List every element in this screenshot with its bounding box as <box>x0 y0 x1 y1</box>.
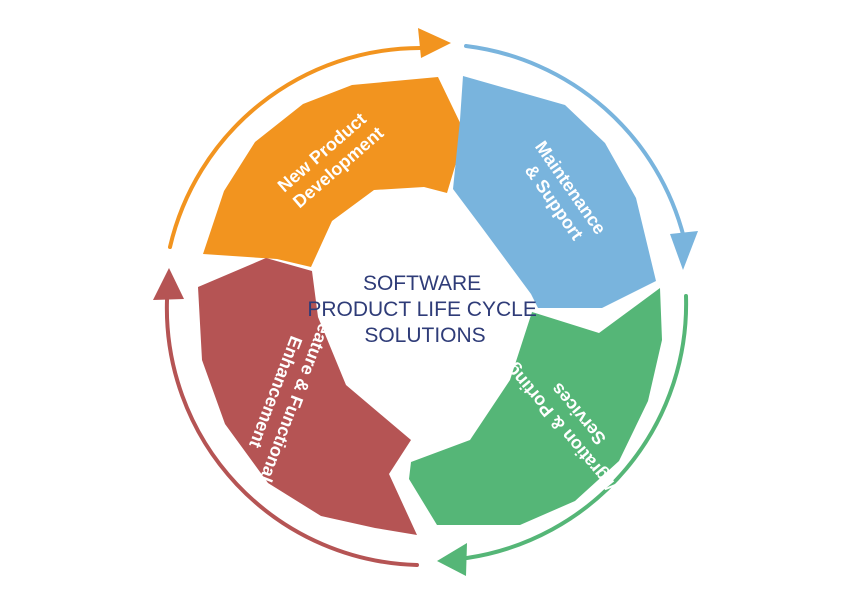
segment-maintenance-support <box>453 76 656 308</box>
segment-migration-porting-services <box>409 288 662 525</box>
cycle-arrowhead-blue <box>670 231 698 270</box>
cycle-arc-green <box>465 294 689 560</box>
cycle-arc-red <box>164 298 419 567</box>
segment-feature-functional-enhancement <box>198 258 417 535</box>
cycle-arrowhead-green <box>437 543 467 576</box>
cycle-arc-blue <box>464 44 686 240</box>
cycle-arc-orange <box>168 46 422 249</box>
cycle-arrowhead-orange <box>418 28 451 58</box>
segment-new-product-development <box>203 77 465 267</box>
cycle-arrowhead-red <box>153 268 184 300</box>
center-title: SOFTWARE PRODUCT LIFE CYCLE SOLUTIONS <box>307 272 542 347</box>
